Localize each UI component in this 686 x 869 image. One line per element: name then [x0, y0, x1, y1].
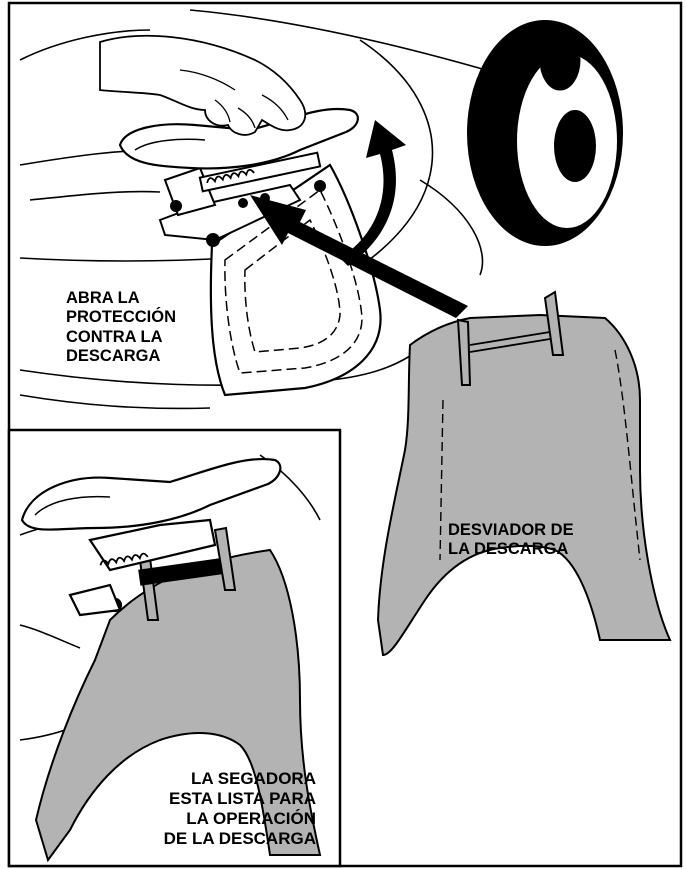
open-guard-line-2: PROTECCIÓN: [66, 308, 177, 327]
deflector-line-1: DESVIADOR DE: [448, 521, 574, 539]
ready-line-1: LA SEGADORA: [191, 769, 316, 788]
ready-line-2: ESTA LISTA PARA: [168, 788, 316, 808]
open-guard-line-4: DESCARGA: [66, 346, 161, 365]
insert-arrow: [250, 195, 468, 318]
wheel: [467, 20, 623, 246]
open-guard-line-1: ABRA LA: [66, 289, 140, 307]
deflector-line-2: LA DESCARGA: [448, 540, 569, 559]
mower-ready-label: LA SEGADORA ESTA LISTA PARA LA OPERACIÓN…: [164, 769, 316, 849]
lift-arrow: [340, 120, 406, 266]
open-guard-line-3: CONTRA LA: [66, 327, 163, 346]
inset-lift-handle: [20, 458, 282, 617]
ready-line-3: LA OPERACIÓN: [186, 808, 316, 828]
open-guard-label: ABRA LA PROTECCIÓN CONTRA LA DESCARGA: [66, 289, 176, 366]
hand: [99, 34, 307, 136]
deflector-label: DESVIADOR DE LA DESCARGA: [448, 521, 574, 560]
ready-line-4: DE LA DESCARGA: [163, 828, 316, 848]
discharge-deflector: [376, 290, 672, 657]
